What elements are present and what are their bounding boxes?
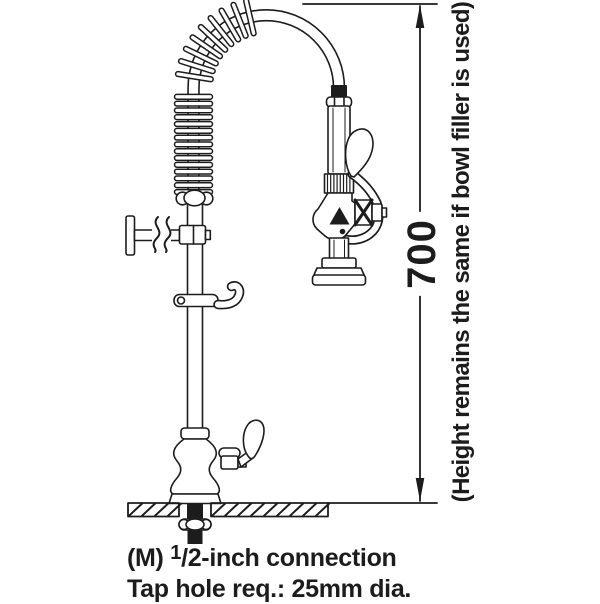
hose xyxy=(187,9,346,206)
arrow-down-icon xyxy=(415,478,425,501)
counter-surface xyxy=(127,502,438,518)
arrow-up-icon xyxy=(415,5,425,28)
spring-coil xyxy=(173,0,257,196)
base-lever-handle xyxy=(237,419,265,468)
tap-hole-note-line2: Tap hole req.: 25mm dia. xyxy=(127,575,412,603)
dimension-value-700: 700 xyxy=(400,212,444,296)
connection-note-line1: (M) 1/2-inch connection xyxy=(127,542,397,572)
wall-bracket xyxy=(125,215,212,256)
height-note-vertical: (Height remains the same if bowl filler … xyxy=(448,1,475,503)
swivel-collar xyxy=(175,189,214,207)
supply-shank xyxy=(178,503,212,544)
valve-body xyxy=(312,192,356,241)
spray-valve xyxy=(311,85,388,286)
hose-ferrule xyxy=(331,85,347,98)
hose-hook xyxy=(173,281,245,310)
fraction-numerator: 1 xyxy=(170,542,182,564)
faucet-base xyxy=(168,419,265,505)
connection-notes: (M) 1/2-inch connection Tap hole req.: 2… xyxy=(127,542,412,604)
spray-handle-paddle xyxy=(344,128,374,178)
